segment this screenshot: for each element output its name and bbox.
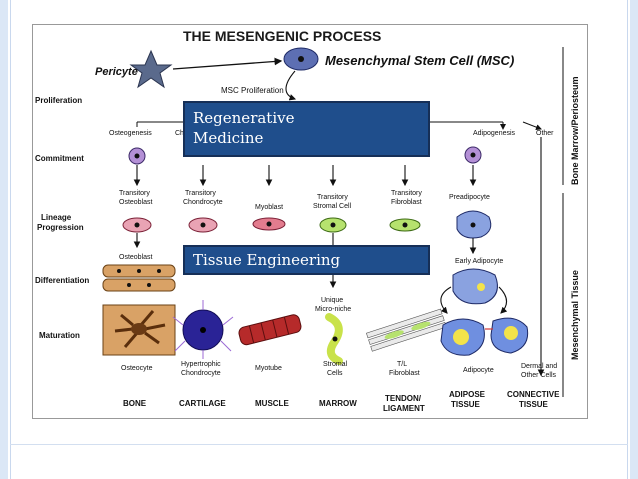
tissue-label-tendon: TENDON/ bbox=[385, 394, 422, 403]
slide-left-border bbox=[0, 0, 8, 479]
commit-label-ch: Ch bbox=[175, 130, 184, 137]
diff-label-unique: Unique bbox=[321, 297, 343, 304]
prog-label-myoblast: Myoblast bbox=[255, 204, 283, 211]
mat-label-hypertrophic: Hypertrophic bbox=[181, 361, 221, 368]
mat-label-cells: Cells bbox=[327, 370, 343, 377]
tissue-engineering-box: Tissue Engineering bbox=[183, 245, 430, 275]
mat-label-myotube: Myotube bbox=[255, 365, 282, 372]
prog-label-fibroblast: Fibroblast bbox=[391, 199, 422, 206]
mat-label-osteocyte: Osteocyte bbox=[121, 365, 153, 372]
diff-label-early-adipocyte: Early Adipocyte bbox=[455, 258, 503, 265]
mat-label-fibroblast: Fibroblast bbox=[389, 370, 420, 377]
myotube-icon bbox=[238, 314, 302, 346]
mat-label-stromal: Stromal bbox=[323, 361, 348, 368]
diff-label-osteoblast: Osteoblast bbox=[119, 254, 153, 261]
pericyte-label: Pericyte bbox=[95, 66, 138, 78]
prog-label-chondrocyte: Chondrocyte bbox=[183, 199, 223, 206]
tissue-label-connective: CONNECTIVE bbox=[507, 390, 560, 399]
tl-fibroblast-icon bbox=[366, 308, 447, 352]
prog-label-osteoblast: Osteoblast bbox=[119, 199, 153, 206]
prog-label-stromal-cell: Stromal Cell bbox=[313, 203, 352, 210]
mat-label-adipocyte: Adipocyte bbox=[463, 367, 494, 374]
mesengenic-diagram: THE MESENGENIC PROCESS Pericyte Mesenchy… bbox=[32, 24, 588, 419]
regenerative-medicine-box: Regenerative Medicine bbox=[183, 101, 430, 157]
tissue-label-cartilage: CARTILAGE bbox=[179, 399, 226, 408]
commit-label-osteogenesis: Osteogenesis bbox=[109, 130, 152, 137]
tissue-label-adipose-tissue: TISSUE bbox=[451, 400, 481, 409]
row-label-differentiation: Differentiation bbox=[35, 276, 89, 285]
mat-label-dermal: Dermal and bbox=[521, 363, 557, 370]
medicine-line: Medicine bbox=[193, 129, 264, 147]
row-label-lineage: Lineage bbox=[41, 213, 72, 222]
slide-right-rule bbox=[627, 0, 628, 479]
mat-label-chondrocyte: Chondrocyte bbox=[181, 370, 221, 377]
msc-proliferation-label: MSC Proliferation bbox=[221, 86, 284, 95]
mat-label-other-cells: Other Cells bbox=[521, 372, 557, 379]
pericyte-star-icon bbox=[129, 49, 173, 89]
slide-left-rule bbox=[10, 0, 11, 479]
osteocyte-cell-icon bbox=[114, 310, 166, 348]
tissue-engineering-label: Tissue Engineering bbox=[193, 251, 341, 269]
prog-label-transitory-3: Transitory bbox=[317, 194, 348, 201]
slide-right-border bbox=[630, 0, 638, 479]
mat-label-tl: T/L bbox=[397, 361, 407, 368]
regenerative-line: Regenerative bbox=[193, 109, 295, 127]
tissue-label-adipose: ADIPOSE bbox=[449, 390, 486, 399]
diagram-title: THE MESENGENIC PROCESS bbox=[183, 28, 381, 44]
prog-label-preadipocyte: Preadipocyte bbox=[449, 194, 490, 201]
side-label-bone-marrow: Bone Marrow/Periosteum bbox=[570, 76, 580, 185]
row-label-proliferation: Proliferation bbox=[35, 96, 82, 105]
diagram-canvas: THE MESENGENIC PROCESS Pericyte Mesenchy… bbox=[35, 28, 580, 413]
prog-label-transitory-1: Transitory bbox=[119, 190, 150, 197]
row-label-progression: Progression bbox=[37, 223, 84, 232]
side-label-mesenchymal-tissue: Mesenchymal Tissue bbox=[570, 270, 580, 360]
commit-label-other: Other bbox=[536, 130, 554, 137]
row-label-maturation: Maturation bbox=[39, 331, 80, 340]
tissue-label-marrow: MARROW bbox=[319, 399, 357, 408]
row-label-commitment: Commitment bbox=[35, 154, 84, 163]
tissue-label-ligament: LIGAMENT bbox=[383, 404, 425, 413]
prog-label-transitory-2: Transitory bbox=[185, 190, 216, 197]
tissue-label-bone: BONE bbox=[123, 399, 147, 408]
tissue-label-muscle: MUSCLE bbox=[255, 399, 289, 408]
slide-bottom-rule bbox=[10, 444, 628, 445]
early-adipocyte-cell-icon bbox=[452, 268, 498, 305]
commit-label-adipogenesis: Adipogenesis bbox=[473, 130, 516, 137]
tissue-label-connective-tissue: TISSUE bbox=[519, 400, 549, 409]
diff-label-micro-niche: Micro-niche bbox=[315, 306, 351, 313]
msc-label: Mesenchymal Stem Cell (MSC) bbox=[325, 53, 514, 68]
prog-label-transitory-4: Transitory bbox=[391, 190, 422, 197]
